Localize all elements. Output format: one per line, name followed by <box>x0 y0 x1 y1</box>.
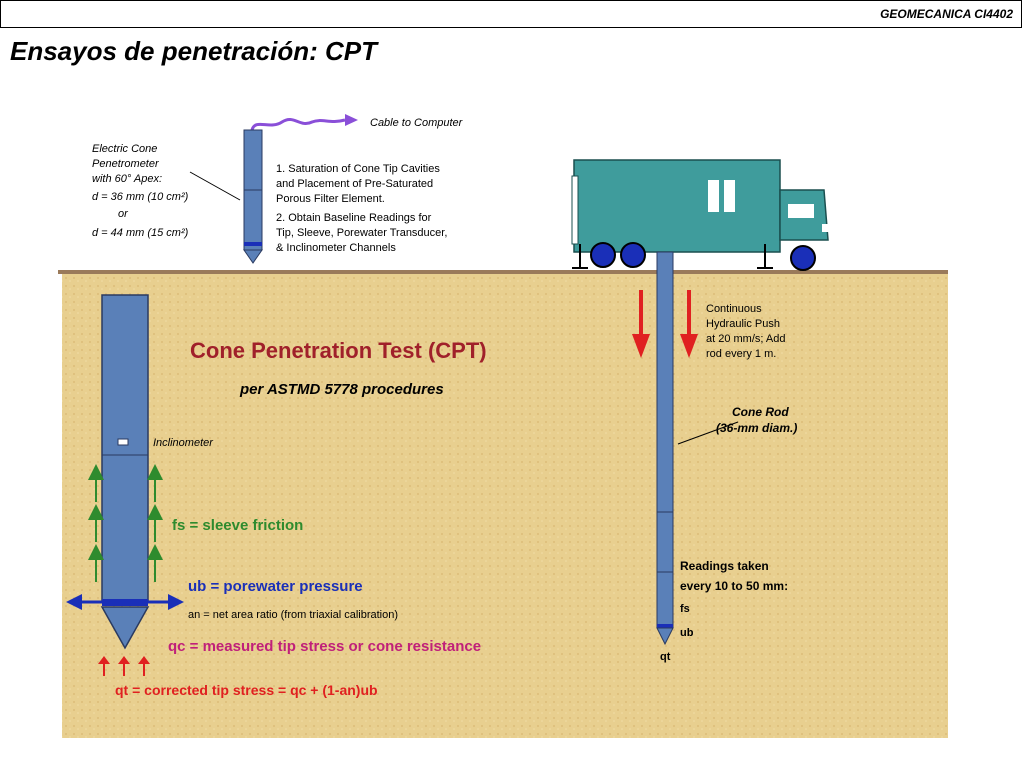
porewater-arrow-left-icon <box>66 594 82 610</box>
step-line: 2. Obtain Baseline Readings for <box>276 212 432 224</box>
small-cone-filter <box>244 242 262 246</box>
push-arrow-head-icon <box>632 334 650 358</box>
cone-desc-line: d = 36 mm (10 cm²) <box>92 191 189 203</box>
truck-box <box>573 159 781 253</box>
rod-filter <box>657 624 673 628</box>
cable-label: Cable to Computer <box>370 117 464 129</box>
qt-label: qt <box>660 651 671 663</box>
cone-description: Electric Cone Penetrometer with 60° Apex… <box>92 143 189 239</box>
rod-pointer-line <box>677 421 739 445</box>
push-arrow-head-icon <box>680 334 698 358</box>
small-cone-tip <box>243 249 263 264</box>
readings-line: Readings taken <box>680 559 769 573</box>
truck-wheel <box>790 245 816 271</box>
push-line: rod every 1 m. <box>706 348 776 360</box>
tip-stress-label: qc = measured tip stress or cone resista… <box>168 638 481 655</box>
diagram-subtitle: per ASTMD 5778 procedures <box>239 381 444 398</box>
course-code: GEOMECANICA CI4402 <box>880 7 1013 21</box>
push-line: at 20 mm/s; Add <box>706 333 785 345</box>
cone-desc-line: Electric Cone <box>92 143 157 155</box>
step-line: Porous Filter Element. <box>276 193 385 205</box>
step-line: 1. Saturation of Cone Tip Cavities <box>276 163 440 175</box>
readings-label: Readings taken every 10 to 50 mm: <box>680 559 788 593</box>
porewater-arrow-right-icon <box>168 594 184 610</box>
header-bar: GEOMECANICA CI4402 <box>0 0 1022 28</box>
rod-tip <box>656 627 674 646</box>
push-line: Hydraulic Push <box>706 318 780 330</box>
step-line: Tip, Sleeve, Porewater Transducer, <box>276 227 447 239</box>
tip-arrow-head-icon <box>138 656 150 664</box>
cone-desc-line: with 60° Apex: <box>92 173 162 185</box>
truck-stabilizer <box>757 244 773 269</box>
soil-background <box>62 272 948 738</box>
truck-light <box>822 224 830 232</box>
tip-arrows <box>98 656 150 676</box>
rod-label-line: Cone Rod <box>732 405 789 419</box>
rod-label-line: (36-mm diam.) <box>716 421 797 435</box>
step-line: and Placement of Pre-Saturated <box>276 178 433 190</box>
cone-pointer-line <box>189 171 241 201</box>
area-ratio-label: an = net area ratio (from triaxial calib… <box>188 609 398 621</box>
cpt-diagram: Cable to Computer Electric Cone Penetrom… <box>58 114 948 738</box>
tip-arrow-head-icon <box>98 656 110 664</box>
preparation-steps: 1. Saturation of Cone Tip Cavities and P… <box>276 163 447 254</box>
slide-title: Ensayos de penetración: CPT <box>10 36 377 66</box>
truck-wheel <box>590 242 616 268</box>
friction-arrows <box>88 464 163 582</box>
ub-label: ub <box>680 627 694 639</box>
readings-line: every 10 to 50 mm: <box>680 579 788 593</box>
truck-window <box>708 180 719 212</box>
diagram-title: Cone Penetration Test (CPT) <box>190 338 487 363</box>
cable-arrow-icon <box>345 114 358 126</box>
push-description: Continuous Hydraulic Push at 20 mm/s; Ad… <box>706 303 785 360</box>
fs-label: fs <box>680 603 690 615</box>
truck-stabilizer <box>572 244 588 269</box>
inclinometer-label: Inclinometer <box>153 437 214 449</box>
truck-door <box>571 175 579 245</box>
truck-cab-window <box>788 204 814 218</box>
sleeve-friction-label: fs = sleeve friction <box>172 517 303 534</box>
large-cone-body <box>101 294 149 601</box>
porewater-label: ub = porewater pressure <box>188 578 363 595</box>
cone-desc-line: d = 44 mm (15 cm²) <box>92 227 189 239</box>
cpt-truck <box>571 159 830 271</box>
rod-label: Cone Rod (36-mm diam.) <box>716 405 797 435</box>
cone-desc-line: Penetrometer <box>92 158 160 170</box>
tip-arrow-head-icon <box>118 656 130 664</box>
large-cone-tip <box>100 606 150 650</box>
cone-desc-line: or <box>118 208 129 220</box>
inclinometer-icon <box>117 438 129 446</box>
cable-line <box>250 117 346 131</box>
truck-wheel <box>620 242 646 268</box>
step-line: & Inclinometer Channels <box>276 242 396 254</box>
truck-window <box>724 180 735 212</box>
push-line: Continuous <box>706 303 762 315</box>
corrected-tip-stress-label: qt = corrected tip stress = qc + (1-an)u… <box>115 682 378 698</box>
